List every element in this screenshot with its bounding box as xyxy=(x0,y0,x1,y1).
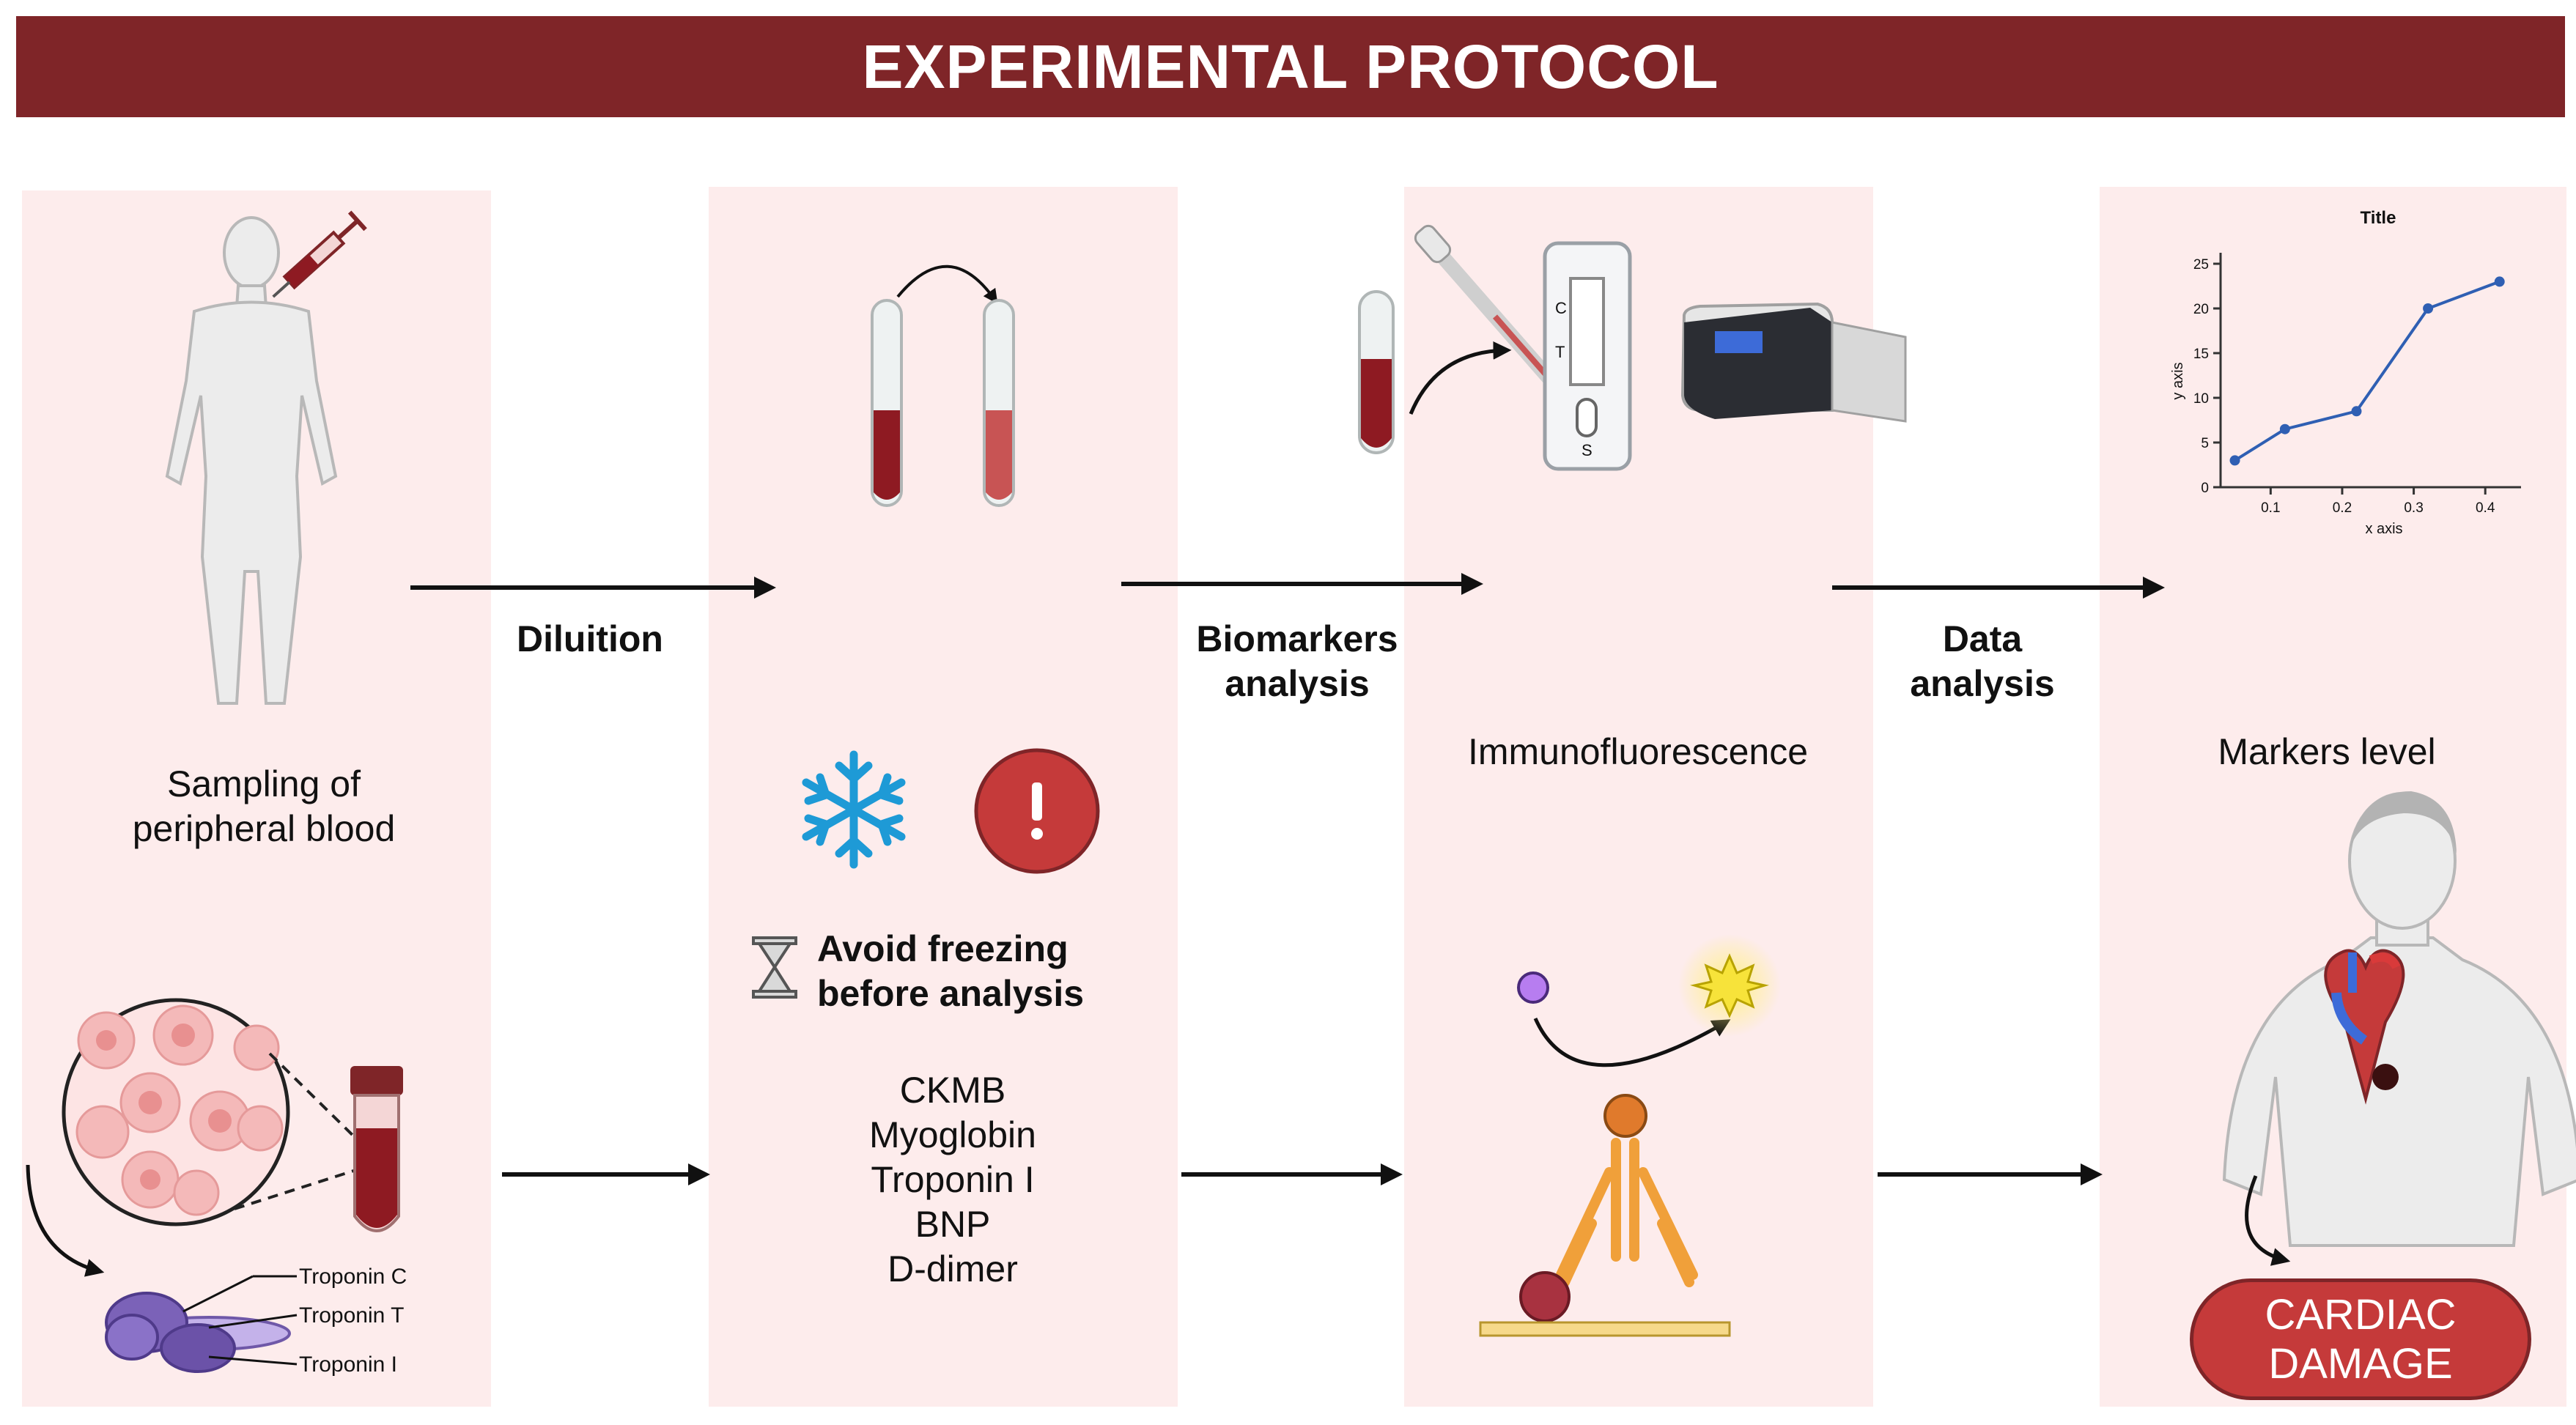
data-point xyxy=(2279,423,2290,434)
curved-arrow xyxy=(896,264,998,304)
y-axis-label: y axis xyxy=(2170,362,2186,399)
blood-tube-icon xyxy=(1358,290,1395,454)
troponin-label: Troponin C xyxy=(299,1265,407,1289)
y-tick-label: 15 xyxy=(2193,347,2209,362)
cardiac-damage-badge: CARDIAC DAMAGE xyxy=(2190,1278,2531,1400)
blood-tube-icon xyxy=(350,1066,403,1232)
panel-dilution xyxy=(709,187,1178,1407)
chart-title: Title xyxy=(2361,208,2396,228)
x-tick-label: 0.3 xyxy=(2404,500,2423,516)
hourglass-icon xyxy=(752,936,797,999)
curved-arrow xyxy=(1409,341,1512,415)
x-axis-label: x axis xyxy=(2365,521,2402,537)
y-tick-label: 25 xyxy=(2193,257,2209,273)
snowflake-icon xyxy=(802,750,906,869)
title-banner: EXPERIMENTAL PROTOCOL xyxy=(16,16,2565,117)
test-tube-icon xyxy=(871,299,903,507)
human-body-icon xyxy=(165,216,338,705)
curved-arrow xyxy=(26,1164,105,1277)
troponin-label: Troponin I xyxy=(299,1352,397,1377)
marker-item: Troponin I xyxy=(871,1159,1035,1200)
freeze-note: Avoid freezing before analysis xyxy=(817,928,1085,1014)
curved-arrow xyxy=(2245,1175,2291,1266)
data-point xyxy=(2229,455,2240,466)
data-point xyxy=(2351,406,2362,417)
dilution-label: Diluition xyxy=(517,618,663,659)
flow-arrows xyxy=(410,573,2165,1185)
data-point xyxy=(2494,276,2505,287)
warning-icon xyxy=(974,748,1100,874)
sample-well-label: S xyxy=(1582,441,1593,459)
biomarkers-label: Biomarkers analysis xyxy=(1196,618,1398,704)
patient-torso-icon xyxy=(2222,791,2576,1247)
y-tick-label: 0 xyxy=(2201,481,2209,496)
analyzer-device-icon xyxy=(1680,302,1907,423)
data-point xyxy=(2423,303,2434,314)
y-tick-label: 10 xyxy=(2193,391,2209,407)
blood-cells-icon xyxy=(62,998,362,1226)
y-tick-label: 20 xyxy=(2193,302,2209,317)
markers-level-label: Markers level xyxy=(2218,731,2436,772)
x-tick-label: 0.2 xyxy=(2333,500,2352,516)
data-analysis-label: Data analysis xyxy=(1910,618,2055,704)
series-line xyxy=(2234,280,2501,462)
test-tube-icon xyxy=(983,299,1015,507)
marker-item: Myoglobin xyxy=(869,1114,1036,1155)
line-chart: Title x axis y axis 0 5 10 15 20 25 0.1 0.2 0.3 0… xyxy=(2170,208,2521,537)
troponin-complex-icon: Troponin C Troponin T Troponin I xyxy=(105,1265,407,1377)
heart-icon xyxy=(2324,949,2405,1105)
y-tick-label: 5 xyxy=(2201,436,2209,451)
marker-item: D-dimer xyxy=(887,1248,1018,1289)
control-line-label: C xyxy=(1555,299,1567,317)
antibody-icon xyxy=(1479,934,1781,1337)
x-tick-label: 0.4 xyxy=(2476,500,2495,516)
syringe-icon xyxy=(272,210,367,298)
marker-item: BNP xyxy=(915,1204,991,1245)
x-tick-label: 0.1 xyxy=(2261,500,2280,516)
troponin-label: Troponin T xyxy=(299,1303,404,1328)
test-line-label: T xyxy=(1555,343,1565,361)
marker-list: CKMB Myoglobin Troponin I BNP D-dimer xyxy=(733,1068,1173,1292)
rapid-test-icon: C T S xyxy=(1543,241,1632,471)
sampling-label: Sampling of peripheral blood xyxy=(132,763,396,849)
immunofluorescence-label: Immunofluorescence xyxy=(1467,731,1809,772)
marker-item: CKMB xyxy=(899,1070,1006,1111)
